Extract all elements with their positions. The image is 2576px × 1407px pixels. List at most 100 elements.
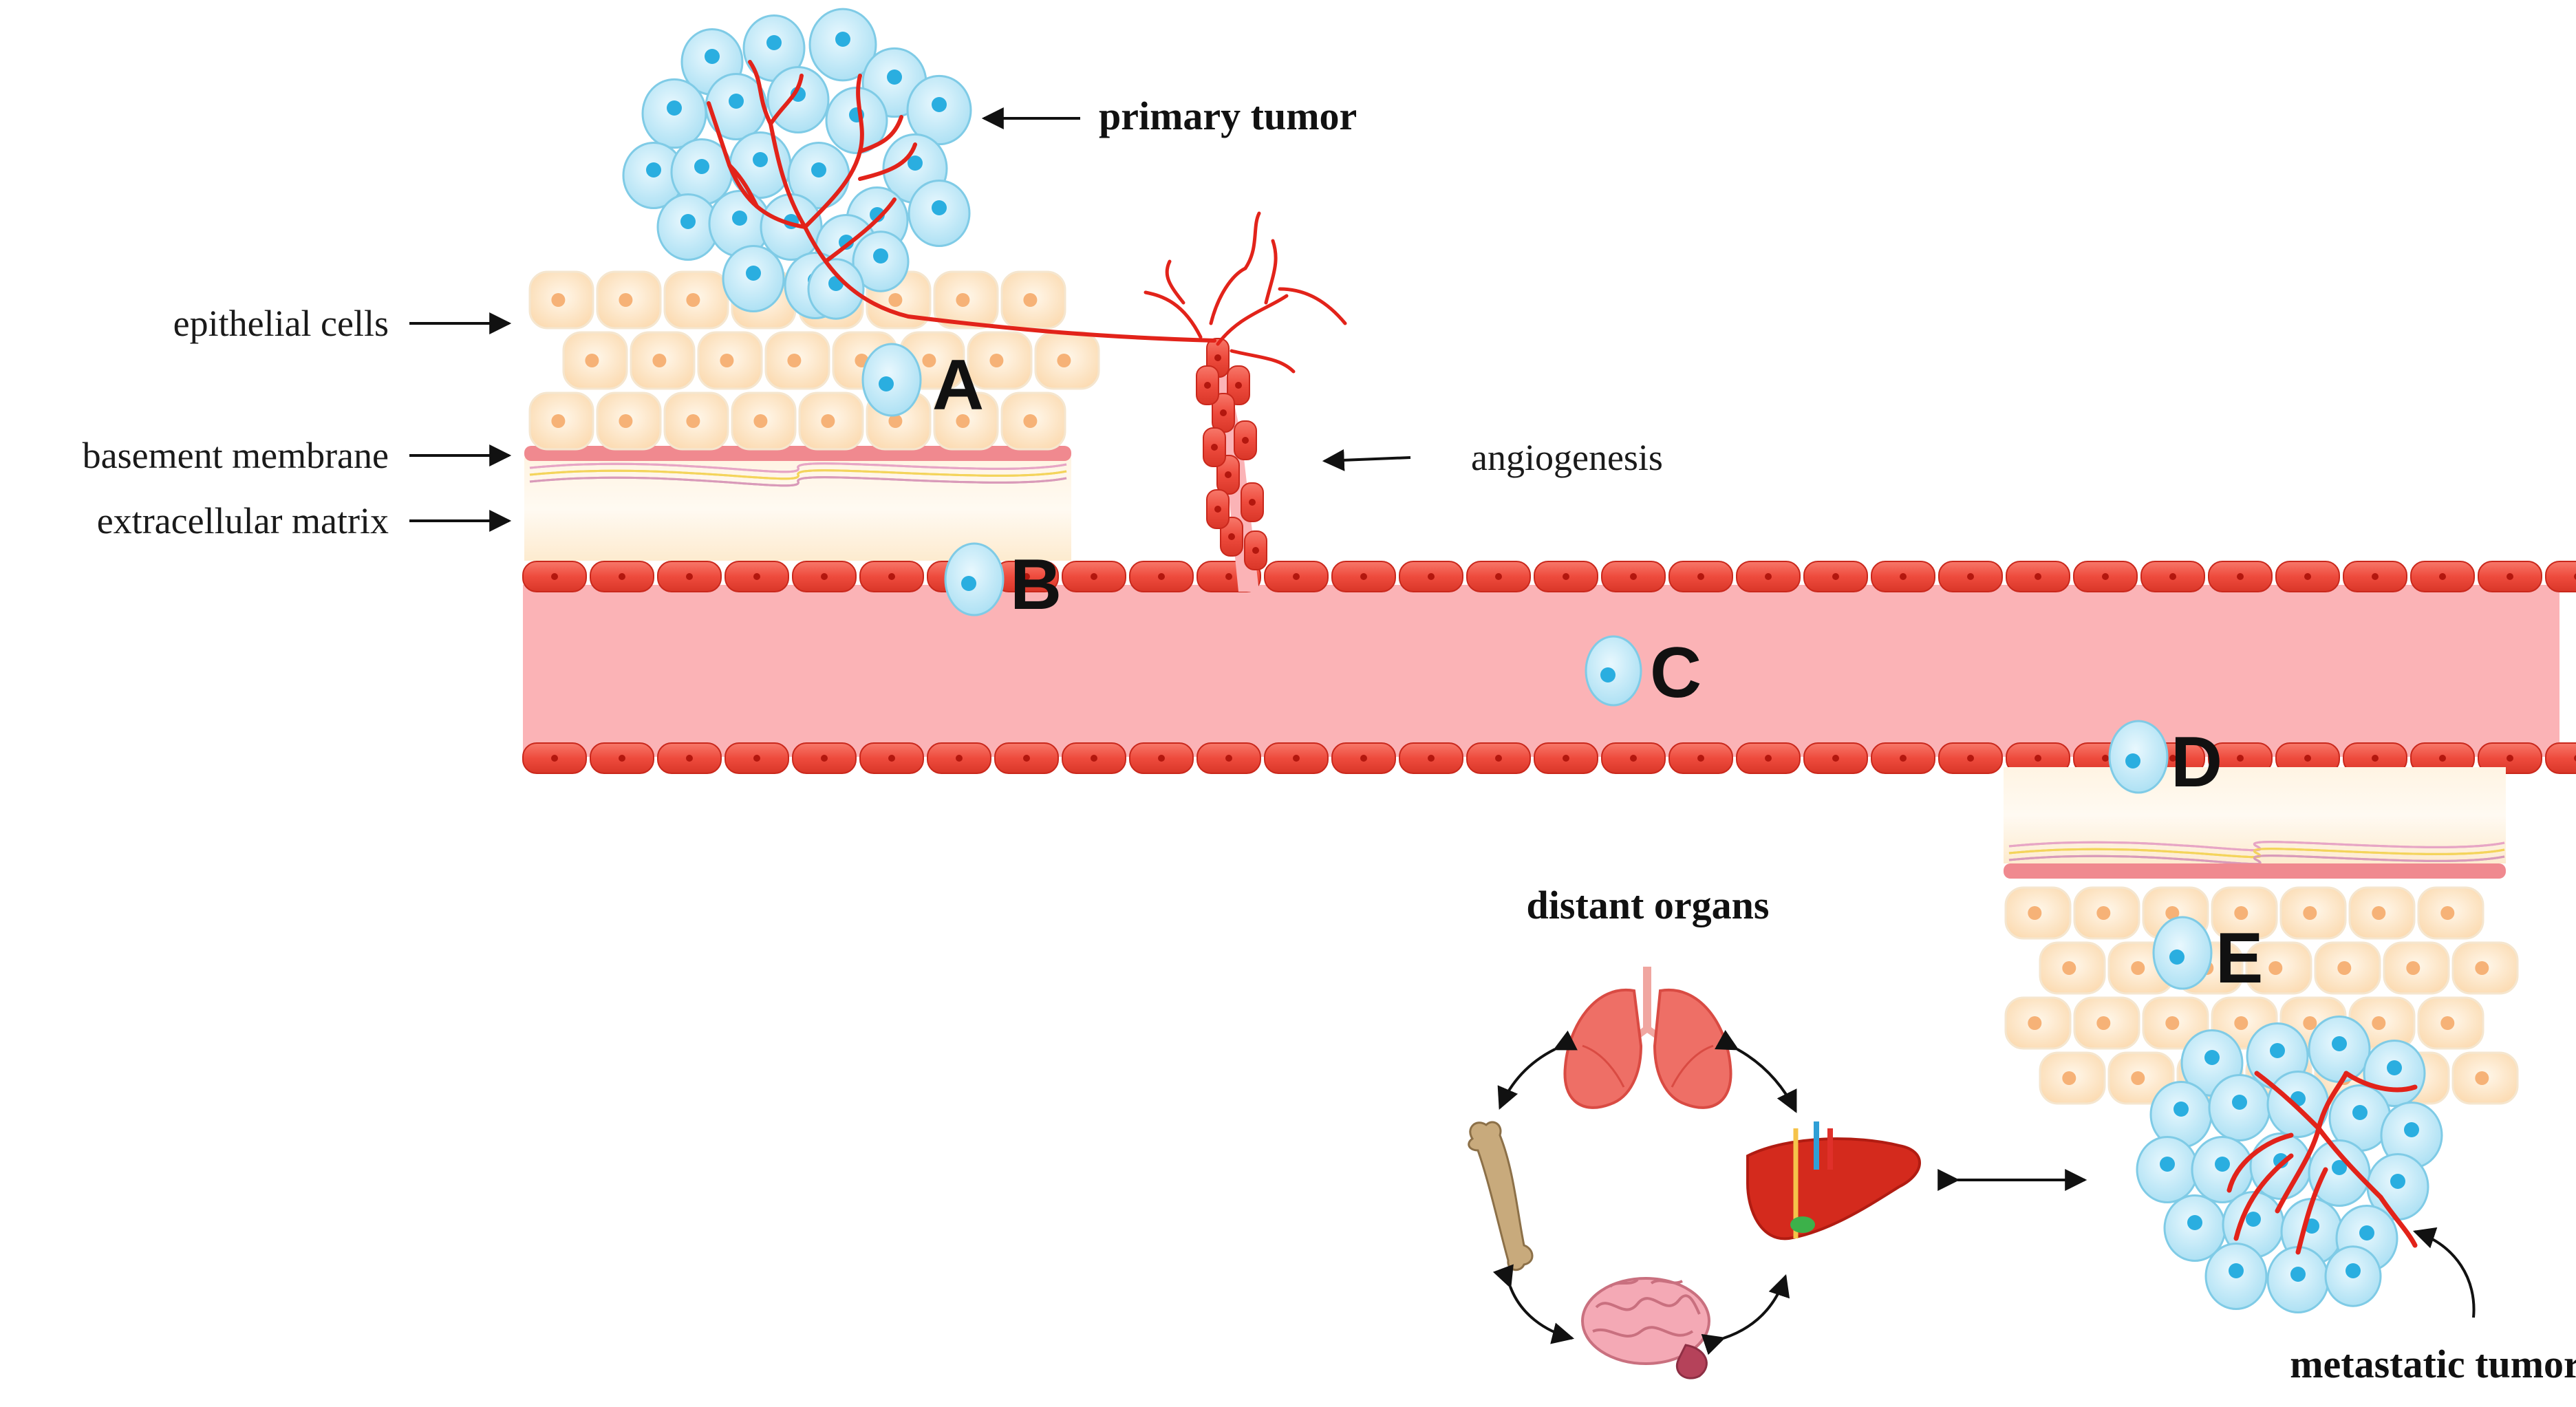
metastatic-tumor-vessels bbox=[2226, 1071, 2418, 1255]
liver-icon bbox=[1746, 1121, 1921, 1240]
endothelial-nucleus bbox=[2237, 755, 2244, 762]
endothelial-nucleus bbox=[2169, 755, 2176, 762]
endothelial-nucleus bbox=[1360, 755, 1367, 762]
endothelial-nucleus bbox=[2102, 573, 2109, 580]
tumor-nucleus bbox=[811, 162, 826, 178]
endothelial-nucleus bbox=[686, 573, 693, 580]
tumor-nucleus bbox=[2332, 1160, 2347, 1175]
brain-icon bbox=[1581, 1277, 1710, 1379]
epithelial-nucleus bbox=[2440, 1016, 2455, 1030]
tumor-nucleus bbox=[2187, 1215, 2202, 1230]
endothelial-nucleus bbox=[1967, 573, 1974, 580]
endothelial-nucleus bbox=[1495, 573, 1502, 580]
ecm-fiber bbox=[2008, 841, 2505, 852]
endothelial-nucleus bbox=[2574, 573, 2576, 580]
tumor-nucleus bbox=[2346, 1263, 2361, 1278]
tumor-nucleus bbox=[746, 266, 761, 281]
stage-label-e: E bbox=[2215, 919, 2263, 998]
endothelial-nucleus bbox=[2439, 755, 2446, 762]
metastatic-tumor bbox=[2136, 1015, 2443, 1314]
endothelial-cell bbox=[2545, 742, 2576, 774]
epithelial-nucleus bbox=[2406, 961, 2421, 975]
endothelial-nucleus bbox=[888, 755, 895, 762]
tumor-nucleus bbox=[2232, 1095, 2247, 1110]
endothelial-nucleus bbox=[2102, 755, 2109, 762]
endothelial-nucleus bbox=[1900, 573, 1907, 580]
endothelial-nucleus bbox=[1630, 755, 1637, 762]
primary-tumor-vessels bbox=[707, 60, 1216, 343]
sprout-nucleus bbox=[1204, 382, 1211, 389]
tumor-nucleus bbox=[2246, 1212, 2261, 1227]
primary-tumor-label: primary tumor bbox=[1099, 94, 1357, 138]
vessel-lumen bbox=[523, 585, 2559, 757]
epithelial-nucleus bbox=[922, 354, 936, 367]
sprout-nucleus bbox=[1235, 382, 1242, 389]
endothelial-nucleus bbox=[2574, 755, 2576, 762]
endothelial-nucleus bbox=[1293, 573, 1300, 580]
epithelial-nucleus bbox=[2303, 1016, 2317, 1030]
ecm-fiber bbox=[529, 476, 1067, 487]
endothelial-nucleus bbox=[1900, 755, 1907, 762]
tumor-nucleus bbox=[667, 100, 682, 116]
tumor-nucleus bbox=[2204, 1050, 2220, 1065]
epithelial-nucleus bbox=[551, 414, 566, 428]
metastatic-tumor-label: metastatic tumor bbox=[2290, 1342, 2576, 1386]
epithelial-nucleus bbox=[1023, 293, 1038, 307]
endothelial-nucleus bbox=[2439, 573, 2446, 580]
tumor-nucleus bbox=[705, 49, 720, 64]
endothelial-nucleus bbox=[1832, 755, 1839, 762]
endothelial-nucleus bbox=[888, 573, 895, 580]
endothelial-nucleus bbox=[1023, 755, 1030, 762]
epithelial-nucleus bbox=[2475, 1071, 2489, 1085]
migrating-tumor-nucleus bbox=[961, 576, 976, 591]
epithelial-nucleus bbox=[2303, 906, 2317, 920]
epithelial-nucleus bbox=[2372, 1016, 2386, 1030]
left-tissue bbox=[524, 270, 1100, 561]
endothelial-nucleus bbox=[619, 573, 625, 580]
ecm-fibers-right bbox=[2008, 841, 2505, 866]
endothelial-nucleus bbox=[753, 755, 760, 762]
epithelial-nucleus bbox=[956, 414, 970, 428]
tumor-nucleus bbox=[2174, 1102, 2189, 1117]
epithelial-nucleus bbox=[2096, 1016, 2111, 1030]
ecm-fiber bbox=[2008, 855, 2505, 866]
endothelial-nucleus bbox=[2372, 573, 2379, 580]
endothelial-nucleus bbox=[1091, 755, 1097, 762]
ecm-fiber bbox=[529, 462, 1067, 473]
migrating-tumor-nucleus bbox=[2169, 949, 2185, 965]
tumor-nucleus bbox=[2290, 1267, 2306, 1282]
epithelial-nucleus bbox=[720, 354, 734, 367]
endothelial-nucleus bbox=[1091, 573, 1097, 580]
sprout-nucleus bbox=[1220, 409, 1227, 416]
endothelial-nucleus bbox=[1967, 755, 1974, 762]
endothelial-nucleus bbox=[1293, 755, 1300, 762]
ecm-fiber bbox=[529, 469, 1067, 480]
epithelial-nucleus bbox=[2028, 1016, 2042, 1030]
epithelial-nucleus bbox=[1057, 354, 1071, 367]
epithelial-nucleus bbox=[2062, 961, 2076, 975]
angiogenesis-label: angiogenesis bbox=[1471, 437, 1663, 478]
epithelial-nucleus bbox=[2268, 961, 2283, 975]
epithelial-nucleus bbox=[821, 414, 835, 428]
endothelium-top bbox=[522, 561, 2576, 592]
epithelial-nucleus bbox=[888, 414, 903, 428]
tumor-nucleus bbox=[2229, 1263, 2244, 1278]
endothelium-bottom bbox=[522, 742, 2576, 774]
epithelial-nucleus bbox=[652, 354, 667, 367]
migrating-tumor-nucleus bbox=[879, 376, 894, 391]
endothelial-nucleus bbox=[1563, 573, 1569, 580]
sprout-capillaries bbox=[1144, 211, 1347, 374]
endothelial-nucleus bbox=[619, 755, 625, 762]
epithelial-cells-label: epithelial cells bbox=[173, 303, 389, 344]
epithelial-nucleus bbox=[619, 293, 633, 307]
tumor-nucleus bbox=[2404, 1122, 2419, 1137]
tumor-nucleus bbox=[729, 94, 744, 109]
epithelial-nucleus bbox=[2096, 906, 2111, 920]
epithelial-nucleus bbox=[2165, 906, 2180, 920]
migrating-tumor-cells bbox=[861, 343, 2213, 990]
sprout-nucleus bbox=[1225, 471, 1232, 478]
endothelial-nucleus bbox=[1158, 755, 1165, 762]
stage-label-b: B bbox=[1010, 545, 1062, 625]
endothelial-nucleus bbox=[2507, 755, 2513, 762]
distant-organs-label: distant organs bbox=[1527, 883, 1770, 927]
